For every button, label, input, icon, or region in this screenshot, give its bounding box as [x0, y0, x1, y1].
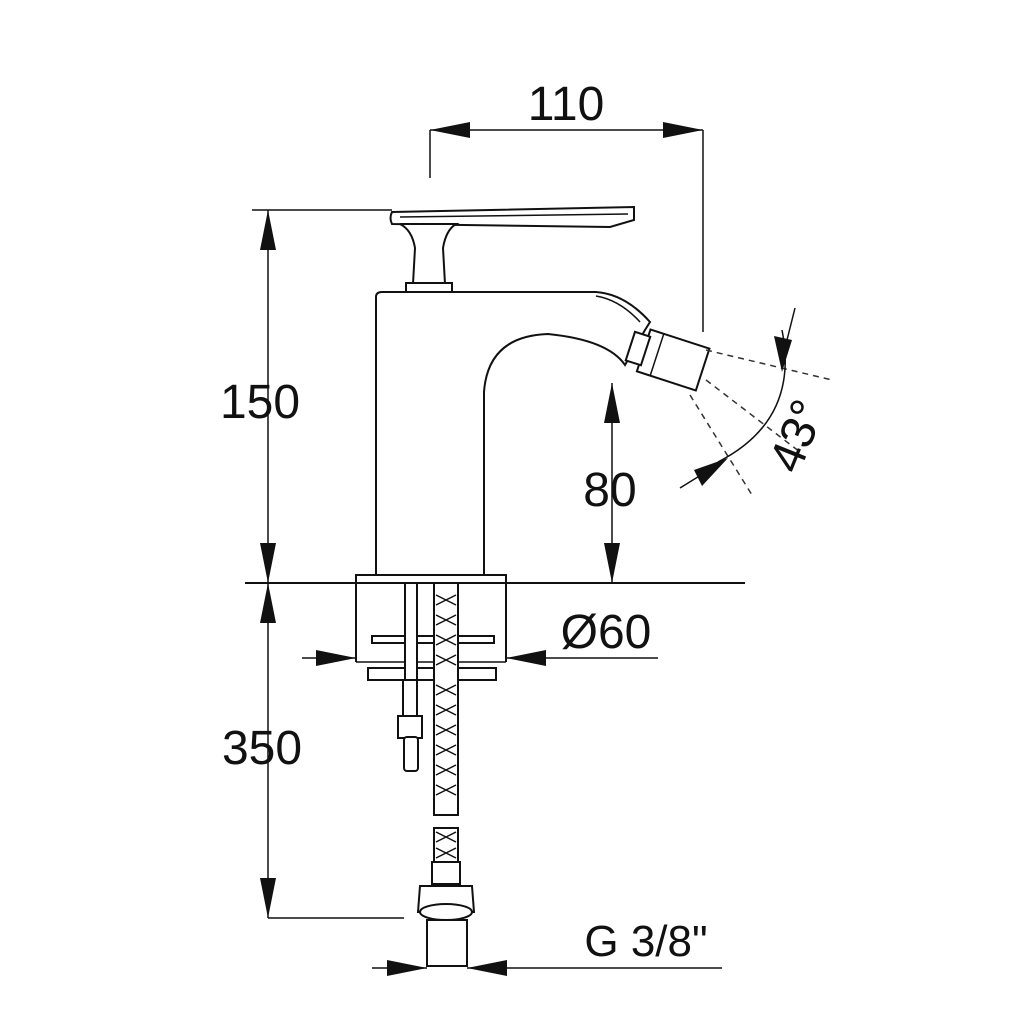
arrow-right	[467, 960, 507, 976]
nozzle-ring-line	[649, 333, 665, 376]
hose-connector-tail	[426, 919, 468, 967]
faucet-body	[375, 291, 652, 576]
hose-connector-face	[419, 903, 473, 921]
hose-braid-upper	[435, 594, 457, 796]
hose-ferrule	[431, 861, 461, 885]
base-diameter-label: Ø60	[561, 606, 652, 659]
arrow-right	[663, 122, 703, 138]
flexible-hose	[416, 582, 476, 967]
threaded-rod-upper	[404, 582, 418, 682]
arrow-left	[387, 960, 427, 976]
spray-line-middle	[705, 379, 801, 453]
arrow-left	[430, 122, 470, 138]
spray-line-lower	[689, 394, 753, 496]
spout-reach-label: 110	[528, 78, 605, 131]
rod-end	[403, 736, 419, 772]
dimension-spray-angle: 43°	[679, 307, 836, 489]
hose-length-label: 350	[222, 722, 302, 775]
lever-stem	[399, 223, 460, 285]
connection-thread-label: G 3/8"	[584, 917, 707, 966]
spout-inner-curve	[595, 295, 641, 323]
lever-edge-line	[399, 213, 629, 218]
arrow-right	[506, 650, 546, 666]
dimension-base-diameter: Ø60	[302, 606, 658, 666]
hose-braid-lower	[435, 831, 457, 859]
arrow-top	[260, 210, 276, 250]
dimension-spout-height: 80	[583, 383, 637, 583]
threaded-rod-lower	[402, 679, 418, 719]
spout-height-label: 80	[583, 464, 636, 517]
dimension-spout-reach: 110	[429, 78, 704, 332]
washer-lower	[367, 667, 497, 681]
nozzle-joint	[624, 330, 652, 367]
arrow-bottom	[694, 458, 728, 486]
dimension-hose-length: 350	[222, 583, 404, 919]
faucet-body-outline	[375, 291, 652, 576]
lever-handle	[389, 205, 635, 293]
arrow-bottom	[604, 543, 620, 583]
total-height-label: 150	[220, 376, 300, 429]
arrow-top	[604, 383, 620, 423]
arrow-left	[316, 650, 356, 666]
hose-upper	[433, 582, 459, 816]
fixing-rod	[397, 582, 423, 772]
lever-blade	[389, 205, 635, 229]
spray-line-upper	[705, 349, 833, 381]
dimension-total-height: 150	[220, 209, 392, 583]
lever-collar	[405, 282, 453, 293]
arrow-top	[260, 583, 276, 623]
arrow-top	[774, 336, 792, 372]
fixing-nut	[397, 715, 423, 739]
arrow-bottom	[260, 543, 276, 583]
spray-cone	[689, 349, 833, 496]
arrow-bottom	[260, 878, 276, 918]
bidet-nozzle	[624, 328, 711, 392]
dimension-connection-thread: G 3/8"	[372, 917, 722, 976]
spray-angle-label: 43°	[759, 393, 835, 480]
base-plate	[355, 574, 507, 584]
